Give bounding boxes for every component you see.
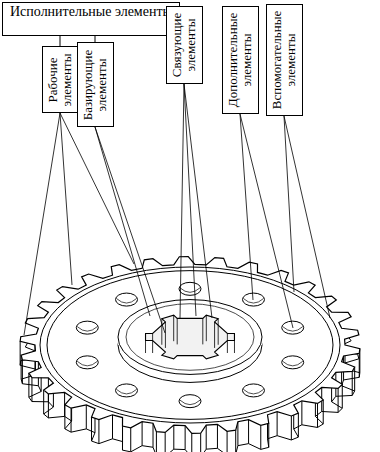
spline-wall: [202, 318, 203, 344]
hole: [242, 293, 264, 306]
hole-depth: [180, 288, 200, 293]
tooth-edge: [227, 431, 228, 452]
box-label: Исполнительные элементы: [3, 3, 179, 22]
tooth-edge: [112, 415, 113, 439]
tooth-edge: [153, 423, 154, 447]
tooth-edge: [206, 425, 207, 449]
spline-wall: [152, 333, 153, 353]
box-label: Базирующие элементы: [81, 49, 110, 120]
tooth-edge: [191, 433, 192, 452]
tooth-edge: [301, 401, 302, 425]
tooth-edge: [142, 422, 143, 446]
hole: [76, 356, 98, 369]
category-box: Рабочие элементы: [42, 46, 79, 113]
tooth-edge: [217, 424, 218, 448]
tooth-edge: [21, 355, 22, 379]
leader-line: [95, 127, 165, 333]
hub-chamfer: [126, 304, 254, 371]
tooth-edge: [31, 378, 32, 402]
tooth-edge: [323, 400, 324, 424]
leader-line: [180, 84, 184, 318]
tooth-edge: [277, 412, 278, 436]
tooth-edge: [359, 353, 360, 377]
hole-depth: [77, 327, 97, 332]
tooth-edge: [342, 384, 343, 408]
tooth-edge: [156, 432, 157, 452]
tooth-edge: [338, 388, 339, 412]
hole-depth: [180, 400, 200, 405]
tooth-edge: [22, 360, 23, 384]
hole-depth: [117, 389, 137, 394]
category-box: Базирующие элементы: [77, 42, 114, 127]
hub-top: [118, 300, 262, 375]
tooth-edge: [173, 425, 174, 449]
box-label: Дополнительные элементы: [226, 13, 255, 107]
spline-wall: [227, 333, 228, 353]
spline-wall: [218, 319, 219, 345]
tooth-edge: [291, 416, 292, 440]
tooth-edge: [248, 420, 249, 444]
tooth-edge: [28, 373, 29, 397]
hole: [116, 293, 138, 306]
tooth-edge: [20, 341, 21, 365]
spline-wall: [145, 333, 146, 353]
leader-line: [240, 114, 293, 328]
box-label: Рабочие элементы: [46, 53, 75, 106]
tooth-edge: [165, 432, 166, 452]
hole: [242, 384, 264, 397]
connector: [60, 36, 61, 46]
hole: [179, 395, 201, 408]
hole: [179, 282, 201, 295]
tooth-edge: [352, 371, 353, 395]
spline-wall: [165, 322, 166, 348]
box-label: Связующие элементы: [170, 13, 199, 77]
ring-groove: [40, 267, 340, 423]
tooth-edge: [268, 423, 269, 447]
tooth-edge: [185, 426, 186, 450]
leader-line: [184, 84, 212, 318]
tooth-edge: [235, 430, 236, 452]
spline-bore: [146, 315, 235, 359]
hole: [76, 321, 98, 334]
group-box: Исполнительные элементы: [2, 2, 180, 36]
gear-top: [20, 257, 360, 434]
leader-line: [284, 116, 330, 318]
leader-line: [60, 113, 134, 264]
category-box: Дополнительные элементы: [222, 6, 259, 114]
hole: [116, 384, 138, 397]
leader-line: [184, 84, 196, 316]
tooth-edge: [200, 433, 201, 452]
tooth-edge: [298, 413, 299, 437]
spline-wall: [214, 322, 215, 348]
tooth-edge: [130, 428, 131, 452]
tooth-edge: [260, 425, 261, 449]
tooth-edge: [91, 417, 92, 441]
hole-depth: [243, 389, 263, 394]
hole-depth: [283, 361, 303, 366]
spline-wall: [173, 315, 174, 341]
hole: [282, 356, 304, 369]
spline-wall: [234, 333, 235, 353]
box-label: Вспомогательные элементы: [270, 11, 299, 109]
leader-line: [24, 113, 60, 335]
tooth-edge: [43, 390, 44, 414]
tooth-edge: [98, 420, 99, 444]
category-box: Связующие элементы: [166, 6, 203, 84]
hole-depth: [117, 299, 137, 304]
leader-line: [284, 116, 294, 292]
hole-depth: [77, 361, 97, 366]
hole-depth: [243, 299, 263, 304]
leader-line: [95, 127, 150, 316]
spline-wall: [206, 315, 207, 341]
tooth-edge: [317, 403, 318, 427]
tooth-edge: [354, 367, 355, 391]
category-box: Вспомогательные элементы: [266, 4, 303, 116]
ring-groove: [47, 271, 333, 420]
leader-line: [60, 113, 72, 285]
tooth-edge: [86, 405, 87, 429]
spline-wall: [177, 318, 178, 344]
